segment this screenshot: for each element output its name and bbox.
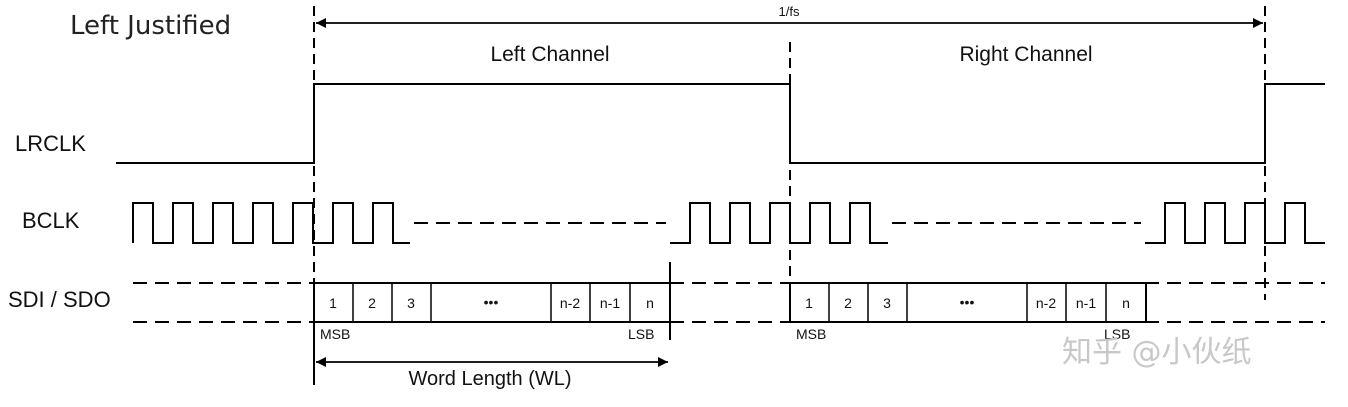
right-data-word: 1 2 3 ••• n-2 n-1 n	[789, 282, 1147, 323]
sdi-idle-lines	[133, 282, 1325, 323]
left-lsb-label: LSB	[628, 326, 654, 342]
right-bit-n: n	[1122, 295, 1130, 311]
diagram-title: Left Justified	[70, 11, 231, 41]
left-data-word: 1 2 3 ••• n-2 n-1 n	[313, 262, 671, 340]
period-label: 1/fs	[779, 4, 800, 19]
left-bit-ellipsis: •••	[484, 294, 499, 310]
right-msb-label: MSB	[796, 326, 826, 342]
left-bit-3: 3	[407, 295, 415, 311]
right-channel-label: Right Channel	[959, 43, 1092, 66]
left-bit-n-2: n-2	[560, 295, 580, 311]
left-bit-1: 1	[329, 295, 337, 311]
right-bit-1: 1	[805, 295, 813, 311]
right-bit-n-1: n-1	[1076, 295, 1096, 311]
left-channel-label: Left Channel	[490, 43, 609, 66]
left-msb-label: MSB	[320, 326, 350, 342]
sdi-sdo-label: SDI / SDO	[8, 287, 111, 312]
lrclk-label: LRCLK	[15, 131, 86, 156]
bclk-label: BCLK	[22, 208, 80, 233]
left-bit-n-1: n-1	[600, 295, 620, 311]
right-bit-n-2: n-2	[1036, 295, 1056, 311]
bclk-waveform	[132, 202, 1325, 244]
left-bit-n: n	[646, 295, 654, 311]
word-length-label: Word Length (WL)	[408, 368, 571, 390]
right-bit-3: 3	[883, 295, 891, 311]
watermark: 知乎 @小伙纸	[1062, 335, 1252, 370]
right-bit-ellipsis: •••	[960, 294, 975, 310]
left-bit-2: 2	[368, 295, 376, 311]
lrclk-waveform	[116, 83, 1325, 164]
right-bit-2: 2	[844, 295, 852, 311]
right-lsb-label: LSB	[1104, 326, 1130, 342]
